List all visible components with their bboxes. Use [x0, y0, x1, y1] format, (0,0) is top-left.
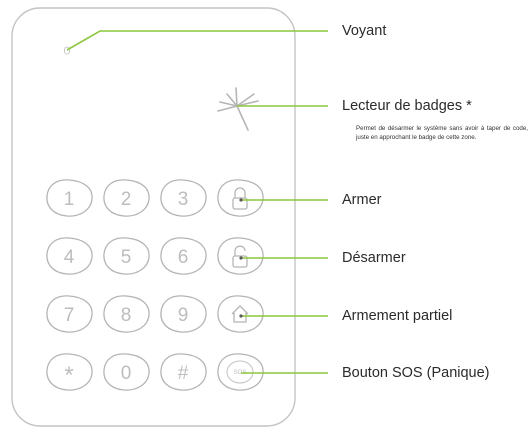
key-2-label: 2	[121, 189, 132, 210]
label-armer: Armer	[342, 192, 382, 208]
key-1[interactable]: 1	[46, 179, 93, 217]
key-0-label: 0	[121, 363, 132, 384]
locked-padlock-icon	[232, 187, 248, 210]
sos-key[interactable]: SOS	[217, 353, 264, 391]
key-5[interactable]: 5	[103, 237, 150, 275]
key-0[interactable]: 0	[103, 353, 150, 391]
key-3-label: 3	[178, 189, 189, 210]
keypad: 1 2 3 4 5 6	[46, 179, 264, 391]
key-3[interactable]: 3	[160, 179, 207, 217]
key-9[interactable]: 9	[160, 295, 207, 333]
label-lecteur-badges: Lecteur de badges *	[342, 98, 472, 114]
callout-voyant	[66, 30, 328, 51]
disarm-key[interactable]	[217, 237, 264, 275]
key-6-label: 6	[178, 247, 189, 268]
key-6[interactable]: 6	[160, 237, 207, 275]
key-1-label: 1	[64, 189, 75, 210]
label-desarmer: Désarmer	[342, 250, 406, 266]
unlocked-padlock-icon	[232, 245, 248, 268]
callout-lines	[66, 30, 328, 374]
callout-anchor-dots	[239, 198, 243, 318]
home-icon	[231, 305, 249, 323]
sos-key-inner-ring	[226, 360, 254, 384]
label-lecteur-description: Permet de désarmer le système sans avoir…	[356, 125, 528, 141]
partial-arm-key[interactable]	[217, 295, 264, 333]
key-9-label: 9	[178, 305, 189, 326]
key-star-label: *	[64, 362, 73, 389]
label-armement-partiel: Armement partiel	[342, 308, 453, 324]
key-hash[interactable]: #	[160, 353, 207, 391]
key-7-label: 7	[64, 305, 75, 326]
key-8-label: 8	[121, 305, 132, 326]
badge-reader-icon	[217, 87, 259, 131]
key-8[interactable]: 8	[103, 295, 150, 333]
key-hash-label: #	[178, 363, 189, 384]
label-bouton-sos: Bouton SOS (Panique)	[342, 365, 490, 381]
key-2[interactable]: 2	[103, 179, 150, 217]
label-voyant: Voyant	[342, 23, 387, 39]
key-4[interactable]: 4	[46, 237, 93, 275]
key-star[interactable]: *	[46, 353, 93, 391]
arm-key[interactable]	[217, 179, 264, 217]
key-5-label: 5	[121, 247, 132, 268]
sos-key-label: SOS	[234, 370, 247, 376]
led-indicator	[64, 46, 70, 55]
key-7[interactable]: 7	[46, 295, 93, 333]
key-4-label: 4	[64, 247, 75, 268]
